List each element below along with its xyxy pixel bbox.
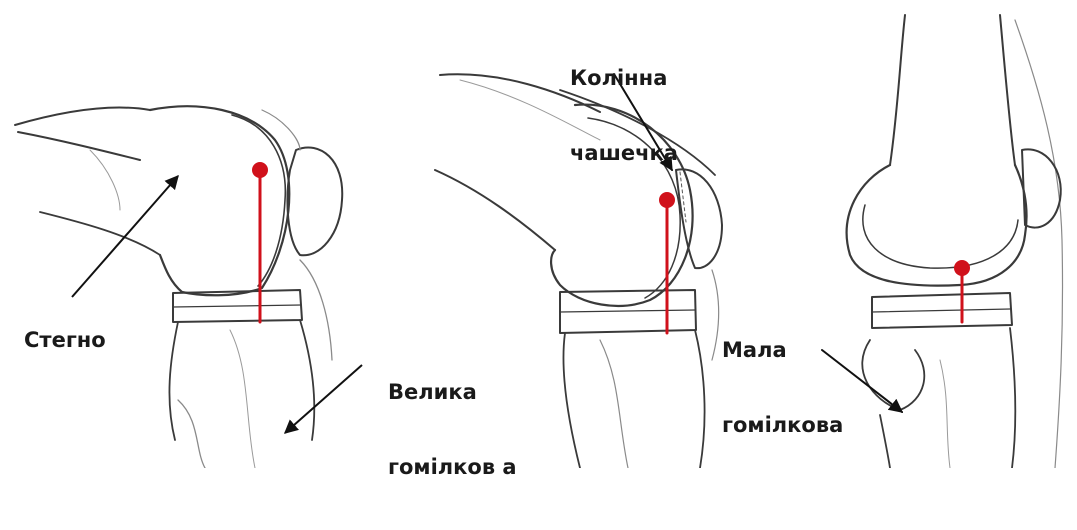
tibia-shaft-2 (563, 330, 704, 468)
femur-label: Стегно (24, 328, 106, 353)
tibia-arrow (285, 365, 362, 433)
tibia-label: Велика гомілков а (388, 330, 517, 530)
knee-extended (15, 106, 342, 468)
patella-right (1022, 149, 1061, 227)
femur-arrow (72, 176, 178, 297)
femoral-condyle (150, 106, 289, 295)
tibia-label-line1: Велика (388, 380, 517, 405)
patella-label-line1: Колінна (570, 66, 678, 91)
fibula-label-line2: гомілкова (722, 413, 843, 438)
femur-shaft-3 (890, 15, 1015, 165)
fibula-label-line1: Мала (722, 338, 843, 363)
patella-middle (676, 169, 722, 268)
tibia-shaft (169, 320, 314, 440)
femur-shaft (15, 108, 150, 160)
knee-diagram: Колінна чашечка Стегно Велика гомілков а… (0, 0, 1077, 468)
axis-marker-1 (252, 162, 268, 178)
fibula-label: Мала гомілкова (722, 288, 843, 488)
axis-marker-3 (954, 260, 970, 276)
patella-label-line2: чашечка (570, 141, 678, 166)
knee-front (822, 15, 1063, 468)
knee-illustration (0, 0, 1077, 468)
fibula-head (862, 340, 924, 410)
patella-left (287, 147, 342, 255)
patella-label: Колінна чашечка (570, 16, 678, 216)
